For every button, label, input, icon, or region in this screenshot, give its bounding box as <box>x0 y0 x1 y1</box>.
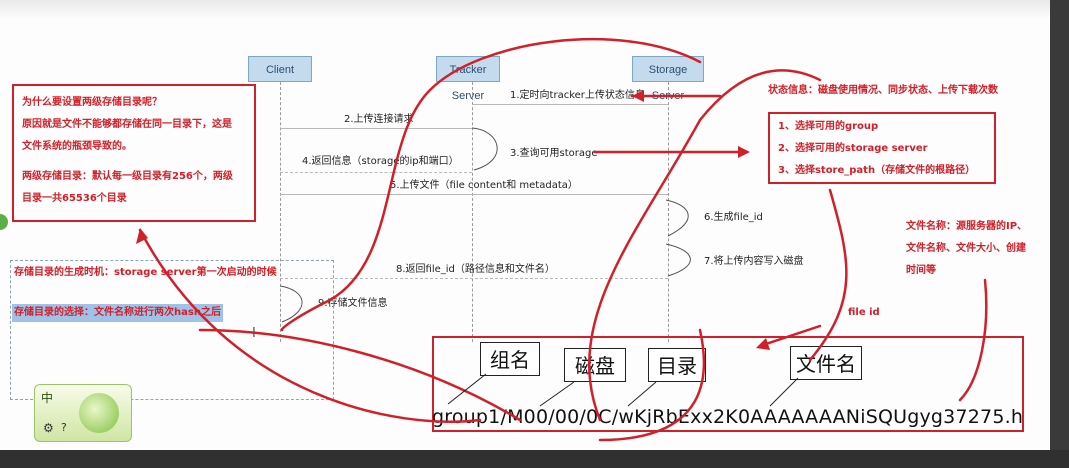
message-9: 9.存储文件信息 <box>318 298 388 309</box>
window-edge-right <box>1050 0 1069 468</box>
file-id-box <box>432 336 1024 432</box>
self-arrow-7 <box>665 243 691 277</box>
curve-path-to-select <box>198 328 522 422</box>
message-7: 7.将上传内容写入磁盘 <box>704 256 804 267</box>
ime-widget-label: 中 <box>41 391 54 405</box>
note-two-level-line2: 目录一共65536个目录 <box>22 193 127 204</box>
pointer-disk <box>539 381 575 407</box>
note-filename-1: 文件名称：源服务器的IP、 <box>906 221 1028 232</box>
message-line-8 <box>280 278 668 279</box>
lifeline-tracker <box>472 82 473 342</box>
message-1: 1.定时向tracker上传状态信息 <box>510 90 645 101</box>
curve-to-choose <box>588 69 822 422</box>
note-why-line1: 原因就是文件不能够都存储在同一目录下，这是 <box>22 119 232 130</box>
message-6: 6.生成file_id <box>704 212 763 223</box>
annotation-curves <box>136 37 988 442</box>
arrowhead-choose <box>738 146 750 158</box>
gear-icon[interactable]: ⚙ <box>43 421 54 435</box>
note-filename: 文件名称：源服务器的IP、 文件名称、文件大小、创建 时间等 <box>906 216 1027 282</box>
file-id-path: group1/M00/00/0C/wKjRbExx2K0AAAAAAANiSQU… <box>432 406 1024 428</box>
note-gen-time: 存储目录的生成时机：storage server第一次启动的时候 <box>14 267 277 278</box>
message-2: 2.上传连接请求 <box>344 114 414 125</box>
note-choose-1: 1、选择可用的group <box>778 121 879 132</box>
note-filename-3: 时间等 <box>906 265 936 276</box>
arrowhead-file-id <box>756 338 770 350</box>
note-filename-2: 文件名称、文件大小、创建 <box>906 243 1026 254</box>
pointer-group <box>447 373 487 405</box>
message-line-5 <box>280 194 668 195</box>
message-5: 5.上传文件（file content和 metadata） <box>390 180 578 191</box>
leaf-logo-icon <box>79 393 119 433</box>
message-8: 8.返回file_id（路径信息和文件名） <box>396 264 555 275</box>
note-choose-box: 1、选择可用的group 2、选择可用的storage server 3、选择s… <box>768 112 996 184</box>
note-choose-3: 3、选择store_path（存储文件的根路径） <box>778 165 976 176</box>
curve-storage-to-client <box>280 37 702 332</box>
lifeline-storage <box>668 82 669 342</box>
label-disk: 磁盘 <box>564 348 626 382</box>
note-why-line2: 文件系统的瓶颈导致的。 <box>22 141 132 152</box>
note-two-level-line1: 两级存储目录：默认每一级目录有256个，两级 <box>22 171 233 182</box>
top-shade <box>0 0 1050 20</box>
status-dot-icon <box>0 214 8 230</box>
arrow-file-id <box>758 324 822 348</box>
label-file-name: 文件名 <box>790 346 862 380</box>
lifeline-storage-head: Storage Server <box>632 56 704 102</box>
curve-choose-to-box <box>808 188 848 362</box>
self-arrow-6 <box>665 199 689 237</box>
pointer-directory <box>627 381 657 407</box>
label-group-name: 组名 <box>480 342 540 376</box>
lifeline-client <box>280 82 281 342</box>
arrowhead-note <box>136 228 148 244</box>
message-line-4 <box>280 172 472 173</box>
label-directory: 目录 <box>648 348 706 382</box>
curve-filename <box>958 278 988 402</box>
note-why-title: 为什么要设置两级存储目录呢？ <box>22 97 162 108</box>
lifeline-client-head: Client <box>248 56 312 82</box>
message-line-2 <box>280 128 472 129</box>
pointer-filename <box>769 377 799 407</box>
self-arrow-9 <box>279 285 303 323</box>
note-choose-2: 2、选择可用的storage server <box>778 143 928 154</box>
message-4: 4.返回信息（storage的ip和端口） <box>302 156 459 167</box>
self-arrow-3 <box>471 127 498 171</box>
note-file-id: file id <box>848 307 880 318</box>
note-two-level-dirs: 为什么要设置两级存储目录呢？ 原因就是文件不能够都存储在同一目录下，这是 文件系… <box>12 84 256 222</box>
help-icon[interactable]: ? <box>61 421 67 434</box>
window-edge-bottom <box>0 450 1069 468</box>
curve-path-to-note <box>138 228 482 423</box>
message-3: 3.查询可用storage <box>510 148 598 159</box>
ime-widget[interactable]: 中 ⚙ ? <box>34 384 132 442</box>
selection-box[interactable] <box>10 260 334 400</box>
arrowhead-status <box>632 90 644 102</box>
curve-lower <box>598 328 706 442</box>
note-select-dir: 存储目录的选择：文件名称进行两次hash之后 <box>12 304 223 322</box>
slide-canvas: Client Tracker Server Storage Server 1.定… <box>0 0 1050 450</box>
message-line-1 <box>472 104 668 105</box>
note-status-info: 状态信息：磁盘使用情况、同步状态、上传下载次数 <box>768 85 998 96</box>
